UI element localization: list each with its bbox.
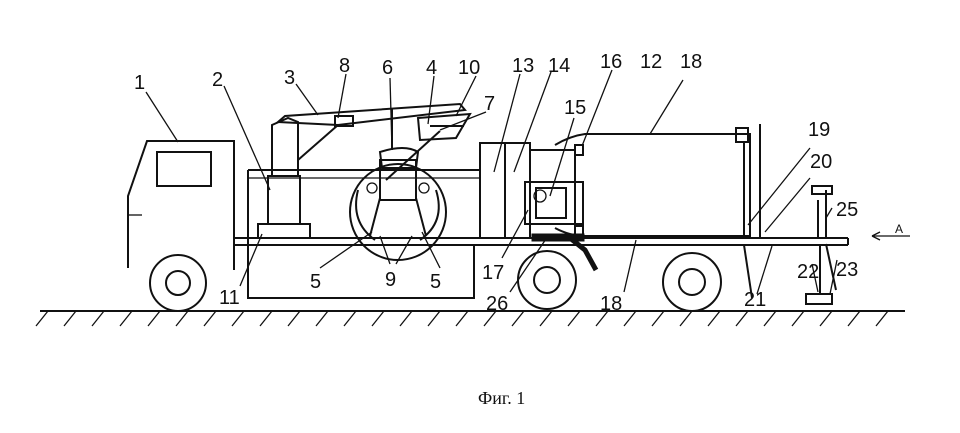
ground-hatch	[119, 310, 133, 327]
ground-hatch	[63, 310, 77, 327]
ground-hatch	[707, 310, 721, 327]
ground-hatch	[203, 310, 217, 327]
figure-caption: Фиг. 1	[478, 388, 525, 408]
part-label: 19	[808, 119, 830, 141]
ground-hatch	[679, 310, 693, 327]
ground-hatch	[315, 310, 329, 327]
pump-unit	[524, 149, 599, 272]
ground-hatch	[539, 310, 553, 327]
part-label: 15	[564, 97, 586, 119]
outrigger	[743, 185, 837, 305]
part-label: 25	[836, 199, 858, 221]
ground-hatch	[735, 310, 749, 327]
ground-hatch	[623, 310, 637, 327]
ground-hatch	[567, 310, 581, 327]
open-body	[247, 169, 480, 299]
ground-hatch	[343, 310, 357, 327]
part-label: 3	[284, 67, 295, 89]
compartment	[479, 142, 531, 239]
part-label: 6	[382, 57, 393, 79]
ground-hatch	[819, 310, 833, 327]
ground-hatch	[287, 310, 301, 327]
ground-hatch	[231, 310, 245, 327]
ground-hatch	[427, 310, 441, 327]
view-arrow: A	[871, 222, 910, 241]
part-label: 13	[512, 55, 534, 77]
crane	[257, 102, 472, 239]
grab-claw	[349, 147, 447, 261]
part-label: 23	[836, 259, 858, 281]
part-label: 1	[134, 72, 145, 94]
part-label: 5	[430, 271, 441, 293]
ground-hatch	[483, 310, 497, 327]
ground-hatch	[875, 310, 889, 327]
ground-hatch	[651, 310, 665, 327]
wheel-middle	[517, 250, 577, 310]
part-label: 18	[600, 293, 622, 315]
part-label: 5	[310, 271, 321, 293]
part-label: 21	[744, 289, 766, 311]
ground-hatch	[847, 310, 861, 327]
part-label: 4	[426, 57, 437, 79]
truck-cab	[127, 140, 235, 270]
ground-hatch	[399, 310, 413, 327]
part-label: 20	[810, 151, 832, 173]
part-label: 10	[458, 57, 480, 79]
view-marker: A	[895, 222, 903, 236]
leader-lines	[145, 69, 838, 295]
ground-hatch	[763, 310, 777, 327]
part-label: 8	[339, 55, 350, 77]
part-label: 26	[486, 293, 508, 315]
ground-hatch	[35, 310, 49, 327]
ground-hatch	[455, 310, 469, 327]
ground-hatch	[511, 310, 525, 327]
ground-hatch	[91, 310, 105, 327]
ground-hatch	[147, 310, 161, 327]
ground-hatch	[175, 310, 189, 327]
part-label: 18	[680, 51, 702, 73]
part-label: 11	[219, 287, 240, 309]
ground-hatch	[791, 310, 805, 327]
part-label: 22	[797, 261, 819, 283]
part-label: 12	[640, 51, 662, 73]
part-label: 2	[212, 69, 223, 91]
ground	[35, 310, 905, 327]
part-labels: 1 2 3 8 6 4 10 7 13 14 16 12 18 15 19 20…	[134, 51, 858, 315]
part-label: 14	[548, 55, 570, 77]
part-label: 17	[482, 262, 504, 284]
ground-hatch	[595, 310, 609, 327]
part-label: 9	[385, 269, 396, 291]
part-label: 16	[600, 51, 622, 73]
tank	[554, 124, 761, 238]
wheel-front	[149, 254, 207, 312]
part-label: 7	[484, 93, 495, 115]
ground-hatch	[371, 310, 385, 327]
ground-hatch	[259, 310, 273, 327]
wheel-rear	[662, 252, 722, 312]
